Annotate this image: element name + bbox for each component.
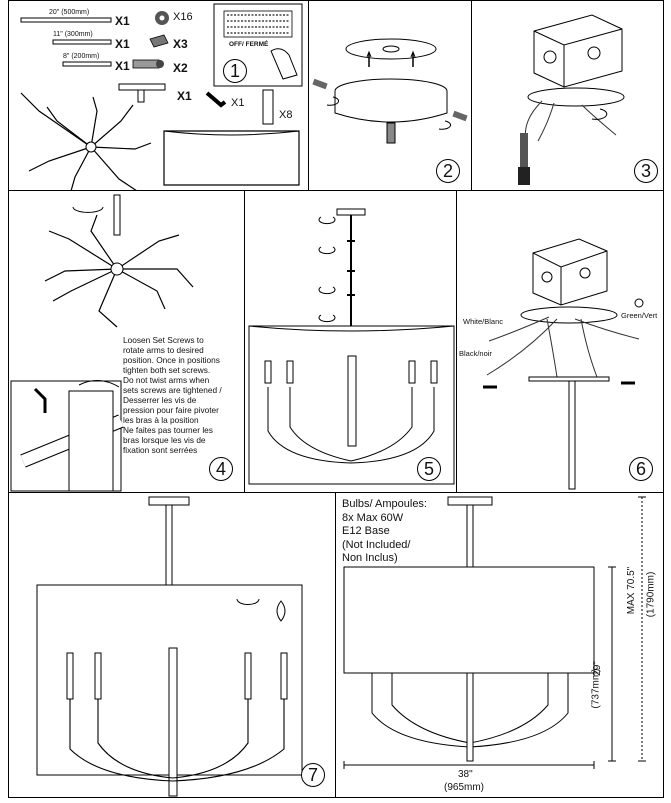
- green-wire-label: Green/Vert: [621, 311, 658, 320]
- step-number-5: 5: [417, 457, 441, 481]
- coupler-qty: X1: [177, 89, 192, 103]
- max-height-inches: MAX 70.5": [626, 566, 638, 615]
- canopy-bracket-illustration: [312, 38, 468, 144]
- parts-illustration: [20, 3, 303, 190]
- white-wire-label: White/Blanc: [463, 317, 504, 326]
- step-1-panel: 20" (500mm) 11" (300mm) 8" (200mm) X1 X1…: [8, 0, 309, 191]
- arm-rotation-illustration: [10, 194, 194, 492]
- step-2-panel: 2: [308, 0, 472, 191]
- rod-20-label: 20" (500mm): [49, 9, 90, 16]
- step-number-1: 1: [223, 59, 247, 83]
- finished-fixture-illustration: [36, 496, 303, 797]
- rod-8-label: 8" (200mm): [63, 53, 100, 60]
- height-mm: (737mm): [590, 668, 602, 709]
- wire-nut-qty: X3: [173, 37, 188, 51]
- width-mm: (965mm): [444, 782, 485, 793]
- dimensions-panel: Bulbs/ Ampoules:8x Max 60W E12 Base(Not …: [335, 492, 664, 798]
- step-7-panel: 7: [8, 492, 336, 798]
- step-number-3: 3: [634, 159, 658, 183]
- rod-11-qty: X1: [115, 37, 130, 51]
- rod-assembly-illustration: [248, 208, 455, 485]
- rod-20-qty: X1: [115, 14, 130, 28]
- black-wire-label: Black/noir: [459, 349, 492, 358]
- step-6-panel: White/Blanc Black/noir Green/Vert 6: [456, 190, 664, 493]
- step-5-panel: 5: [244, 190, 457, 493]
- nut-qty: X16: [173, 11, 193, 23]
- allen-key-qty: X1: [231, 97, 245, 109]
- step-number-7: 7: [301, 763, 325, 787]
- rod-11-label: 11" (300mm): [53, 31, 93, 38]
- max-height-mm: (1790mm): [645, 571, 657, 618]
- step-number-4: 4: [209, 457, 233, 481]
- rod-8-qty: X1: [115, 59, 130, 73]
- step-number-2: 2: [436, 159, 460, 183]
- power-off-label: OFF/ FERMÉ: [229, 41, 269, 48]
- width-inches: 38": [458, 769, 473, 780]
- screw-qty: X2: [173, 61, 188, 75]
- dimension-drawing: [343, 496, 646, 769]
- step-3-panel: 3: [471, 0, 664, 191]
- junction-box-illustration: [518, 14, 625, 185]
- step-number-6: 6: [629, 457, 653, 481]
- bulb-specifications: Bulbs/ Ampoules:8x Max 60W E12 Base(Not …: [342, 498, 427, 564]
- sleeve-qty: X8: [279, 109, 293, 121]
- wiring-illustration: [483, 238, 644, 490]
